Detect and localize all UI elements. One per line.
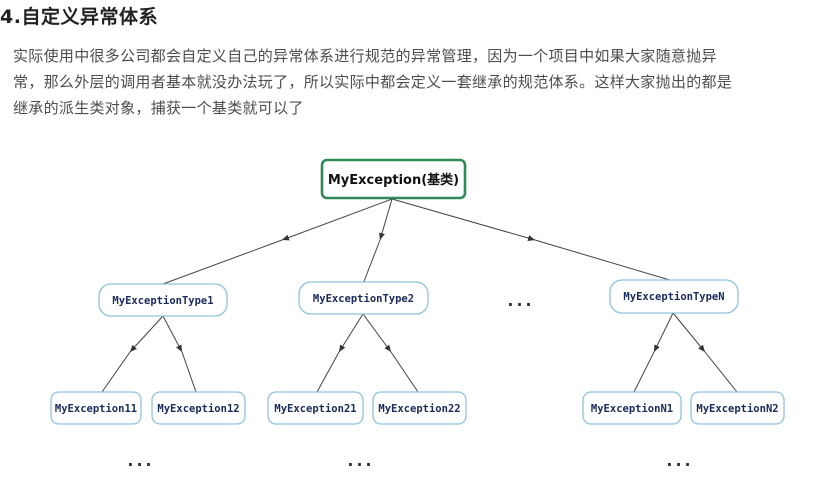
edge-root-type1 — [281, 198, 393, 241]
leaf-node-N2-label: MyExceptionN2 — [696, 403, 778, 415]
type-node-1-box — [98, 283, 228, 317]
intro-paragraph: 实际使用中很多公司都会自定义自己的异常体系进行规范的异常管理，因为一个项目中如果… — [13, 43, 818, 121]
leaf-node-11: MyException11 — [50, 391, 142, 425]
type-node-2: MyExceptionType2 — [298, 281, 429, 315]
leaf-node-N2: MyExceptionN2 — [690, 391, 785, 425]
leaf-node-22: MyException22 — [372, 391, 467, 425]
edge-leaf12-continue — [181, 351, 197, 393]
ellipsis-types: ... — [507, 291, 534, 310]
leaf-node-12: MyException12 — [151, 391, 246, 425]
leaf-node-N1-box — [582, 391, 682, 425]
type-node-N-box — [609, 279, 739, 314]
paragraph-line-3: 继承的派生类对象，捕获一个基类就可以了 — [13, 99, 304, 117]
edge-type2-leaf21 — [338, 313, 364, 353]
leaf-node-22-label: MyException22 — [378, 403, 460, 415]
type-node-1: MyExceptionType1 — [98, 283, 228, 317]
edge-type1-leaf12 — [162, 315, 183, 353]
root-node-box — [320, 158, 467, 200]
type-node-1-label: MyExceptionType1 — [112, 295, 213, 307]
leaf-node-12-box — [151, 391, 246, 425]
edge-typeN-continue — [534, 239, 674, 282]
leaf-node-21-box — [267, 391, 364, 425]
type-node-N-label: MyExceptionTypeN — [623, 291, 724, 303]
edge-typeN-leafN2 — [672, 312, 706, 353]
root-node: MyException(基类) — [320, 158, 467, 200]
root-edges — [162, 198, 674, 285]
paragraph-line-2: 常，那么外层的调用者基本就没办法玩了，所以实际中都会定义一套继承的规范体系。这样… — [13, 73, 733, 91]
leaf-node-N1: MyExceptionN1 — [582, 391, 682, 425]
leaf-node-22-box — [372, 391, 467, 425]
ellipsis-leaves-1: ... — [127, 451, 154, 470]
type-edges — [101, 312, 738, 393]
leaf-node-N1-label: MyExceptionN1 — [591, 403, 673, 415]
edge-type1-leaf11 — [129, 315, 164, 353]
leaf-node-21: MyException21 — [267, 391, 364, 425]
edge-root-type2 — [379, 198, 393, 241]
type-node-N: MyExceptionTypeN — [609, 279, 739, 314]
type-node-2-box — [298, 281, 429, 315]
edge-root-typeN — [391, 198, 536, 241]
edge-leaf21-continue — [316, 351, 340, 393]
edge-leafN1-continue — [633, 351, 655, 393]
leaf-node-21-label: MyException21 — [274, 403, 356, 415]
leaf-node-N2-box — [690, 391, 785, 425]
leaf-node-11-box — [50, 391, 142, 425]
edge-type2-continue — [362, 239, 381, 285]
root-node-label: MyException(基类) — [328, 172, 459, 188]
paragraph-line-1: 实际使用中很多公司都会自定义自己的异常体系进行规范的异常管理，因为一个项目中如果… — [13, 47, 717, 65]
type-node-2-label: MyExceptionType2 — [313, 293, 414, 305]
edge-type2-leaf22 — [362, 313, 392, 353]
ellipsis-leaves-2: ... — [347, 451, 374, 470]
edge-leaf11-continue — [101, 351, 131, 393]
edge-type1-continue — [162, 239, 283, 285]
edge-typeN-leafN1 — [653, 312, 674, 353]
edge-leaf22-continue — [390, 351, 419, 393]
edge-leafN2-continue — [704, 351, 738, 393]
ellipsis-leaves-N: ... — [666, 451, 693, 470]
leaf-node-12-label: MyException12 — [157, 403, 239, 415]
leaf-node-11-label: MyException11 — [55, 403, 137, 415]
section-heading: 4.自定义异常体系 — [0, 6, 158, 28]
